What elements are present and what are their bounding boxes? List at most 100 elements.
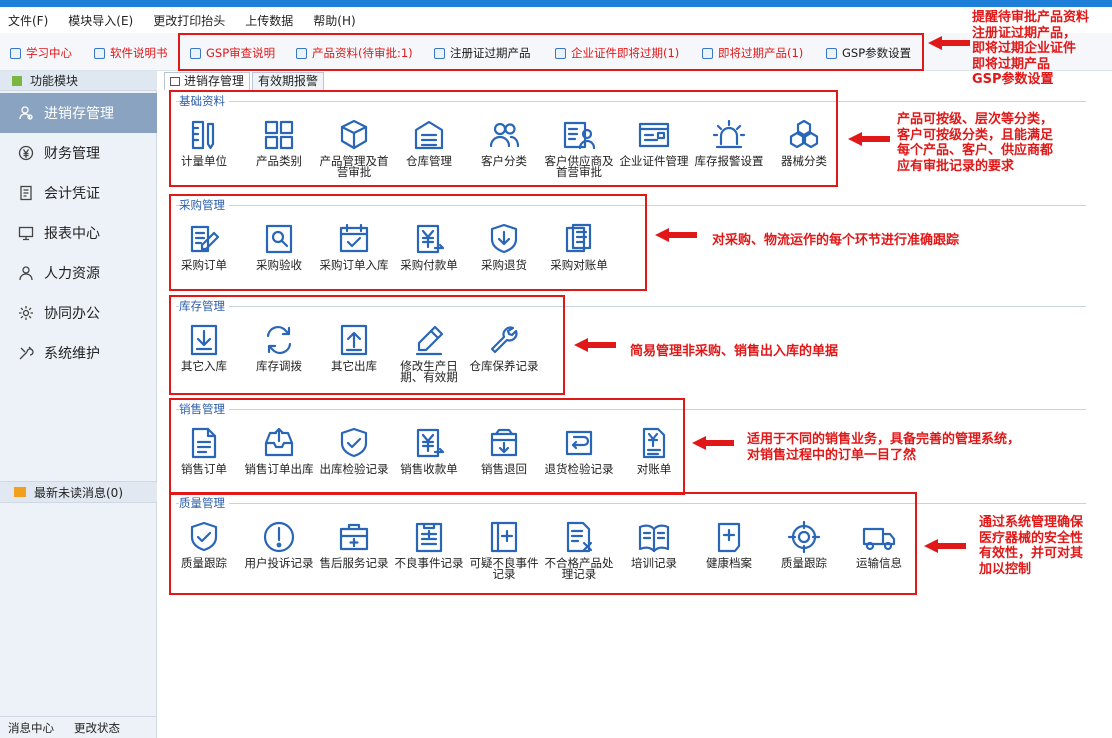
module-tile[interactable]: 用户投诉记录: [244, 519, 314, 569]
module-tile[interactable]: 仓库保养记录: [469, 322, 539, 372]
book-plus-icon: [490, 521, 518, 553]
sidebar-item-office[interactable]: 协同办公: [0, 293, 157, 333]
module-tile[interactable]: 培训记录: [619, 519, 689, 569]
sidebar-item-finance[interactable]: 财务管理: [0, 133, 157, 173]
module-tile[interactable]: 销售订单出库: [244, 425, 314, 475]
module-tile[interactable]: 质量跟踪: [769, 519, 839, 569]
module-tile[interactable]: 运输信息: [844, 519, 914, 569]
tile-label: 仓库管理: [406, 154, 452, 168]
tile-label: 库存报警设置: [694, 154, 764, 168]
alarm-icon: [712, 119, 746, 149]
module-tile[interactable]: 库存调拨: [244, 322, 314, 372]
gear-icon: [18, 305, 34, 321]
health-icon: [717, 522, 741, 553]
group-0: 基础资料计量单位产品类别产品管理及首营审批仓库管理客户分类客户供应商及首营审批企…: [164, 90, 1094, 187]
annotation-note: 对采购、物流运作的每个环节进行准确跟踪: [712, 233, 960, 248]
tile-label: 销售订单出库: [244, 462, 314, 476]
sidebar-item-maintenance[interactable]: 系统维护: [0, 333, 157, 373]
quick-gsp-review[interactable]: GSP审查说明: [190, 45, 275, 61]
quick-checkbox-icon: [434, 47, 445, 59]
module-tile[interactable]: 对账单: [619, 425, 689, 475]
truck-icon: [862, 527, 896, 551]
tile-label: 不良事件记录: [394, 556, 464, 570]
module-tile[interactable]: 产品管理及首营审批: [319, 117, 389, 178]
sidebar-footer: 消息中心 更改状态: [0, 716, 157, 738]
module-tile[interactable]: 其它出库: [319, 322, 389, 372]
annotation-note: 通过系统管理确保 医疗器械的安全性 有效性，并可对其 加以控制: [979, 515, 1084, 577]
module-tile[interactable]: 其它入库: [169, 322, 239, 372]
tile-label: 客户供应商及首营审批: [544, 154, 614, 179]
module-tile[interactable]: 产品类别: [244, 117, 314, 167]
shield-down-icon: [490, 223, 518, 254]
sidebar-item-vouchers[interactable]: 会计凭证: [0, 173, 157, 213]
module-tile[interactable]: 不合格产品处理记录: [544, 519, 614, 580]
users-icon: [489, 122, 520, 148]
module-square-icon: [12, 75, 22, 86]
quick-software-manual[interactable]: 软件说明书: [94, 45, 168, 61]
module-tile[interactable]: 采购对账单: [544, 221, 614, 271]
module-tile[interactable]: 售后服务记录: [319, 519, 389, 569]
upload-icon: [340, 324, 368, 356]
quick-gsp-settings[interactable]: GSP参数设置: [826, 45, 911, 61]
sidebar-item-label: 系统维护: [44, 346, 100, 362]
sidebar-item-reports[interactable]: 报表中心: [0, 213, 157, 253]
module-tile[interactable]: 健康档案: [694, 519, 764, 569]
module-tile[interactable]: 质量跟踪: [169, 519, 239, 569]
module-tile[interactable]: 销售退回: [469, 425, 539, 475]
exclamation-icon: [263, 521, 295, 553]
menu-help[interactable]: 帮助(H): [313, 13, 356, 28]
group-divider: [176, 205, 1086, 206]
sidebar-item-hr[interactable]: 人力资源: [0, 253, 157, 293]
module-tile[interactable]: 退货检验记录: [544, 425, 614, 475]
box-icon: [340, 119, 368, 150]
module-tile[interactable]: 不良事件记录: [394, 519, 464, 569]
module-tile[interactable]: 仓库管理: [394, 117, 464, 167]
tile-label: 销售订单: [181, 462, 227, 476]
message-center-link[interactable]: 消息中心: [8, 720, 54, 735]
module-tile[interactable]: 库存报警设置: [694, 117, 764, 167]
module-tile[interactable]: 可疑不良事件记录: [469, 519, 539, 580]
quick-study-center[interactable]: 学习中心: [10, 45, 72, 61]
module-tile[interactable]: 销售收款单: [394, 425, 464, 475]
title-strip: [0, 0, 1112, 7]
module-tile[interactable]: 计量单位: [169, 117, 239, 167]
module-tile[interactable]: 采购付款单: [394, 221, 464, 271]
sidebar-header: 功能模块: [0, 71, 157, 91]
module-tile[interactable]: 采购订单: [169, 221, 239, 271]
quick-checkbox-icon: [94, 47, 105, 59]
quick-checkbox-icon: [190, 47, 201, 59]
module-tile[interactable]: 采购订单入库: [319, 221, 389, 271]
module-tile[interactable]: 客户供应商及首营审批: [544, 117, 614, 178]
module-tile[interactable]: 修改生产日期、有效期: [394, 322, 464, 383]
module-tile[interactable]: 销售订单: [169, 425, 239, 475]
open-book-icon: [638, 524, 670, 553]
quick-company-cert-expiring[interactable]: 企业证件即将过期(1): [555, 45, 679, 61]
module-tile[interactable]: 采购验收: [244, 221, 314, 271]
group-4: 质量管理质量跟踪用户投诉记录售后服务记录不良事件记录可疑不良事件记录不合格产品处…: [164, 492, 1094, 595]
module-tile[interactable]: 器械分类: [769, 117, 839, 167]
module-tile[interactable]: 企业证件管理: [619, 117, 689, 167]
module-tile[interactable]: 采购退货: [469, 221, 539, 271]
grid-icon: [264, 120, 294, 150]
module-tile[interactable]: 客户分类: [469, 117, 539, 167]
tile-label: 修改生产日期、有效期: [400, 359, 458, 384]
unread-messages-bar[interactable]: 最新未读消息(0): [0, 481, 157, 503]
change-status-link[interactable]: 更改状态: [74, 720, 120, 735]
menu-file[interactable]: 文件(F): [8, 13, 49, 28]
tile-label: 可疑不良事件记录: [469, 556, 539, 581]
quick-product-pending[interactable]: 产品资料(待审批:1): [296, 45, 413, 61]
quick-expired-registration[interactable]: 注册证过期产品: [434, 45, 531, 61]
tab-expiry-alert[interactable]: 有效期报警: [252, 72, 325, 90]
tile-label: 采购验收: [256, 258, 302, 272]
target-icon: [787, 520, 821, 554]
group-divider: [176, 101, 1086, 102]
tab-inventory[interactable]: 进销存管理: [164, 72, 251, 90]
annotation-arrow-icon: [574, 338, 616, 352]
sidebar-item-inventory[interactable]: 进销存管理: [0, 93, 157, 133]
menu-print-header[interactable]: 更改打印抬头: [153, 13, 226, 28]
menu-upload-data[interactable]: 上传数据: [245, 13, 294, 28]
quick-products-expiring[interactable]: 即将过期产品(1): [702, 45, 803, 61]
tile-label: 产品管理及首营审批: [319, 154, 389, 179]
menu-module-import[interactable]: 模块导入(E): [68, 13, 134, 28]
module-tile[interactable]: 出库检验记录: [319, 425, 389, 475]
